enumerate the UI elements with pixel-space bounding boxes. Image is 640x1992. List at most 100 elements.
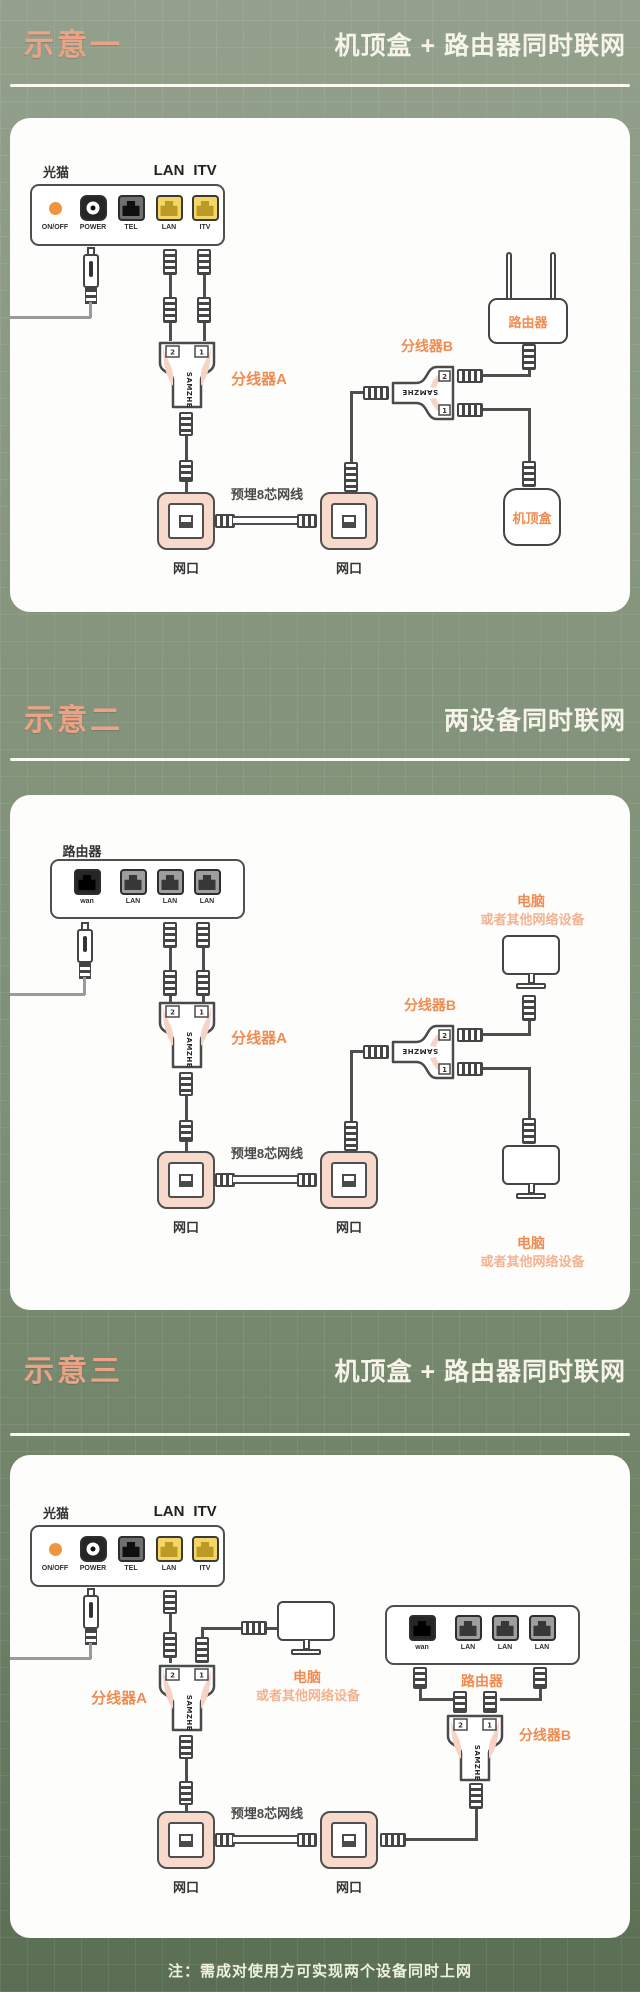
cable-connector bbox=[196, 970, 210, 996]
cable-connector bbox=[522, 995, 536, 1021]
cable-connector bbox=[163, 297, 177, 323]
inwall-cable-label: 预埋8芯网线 bbox=[230, 1146, 304, 1161]
fiber-cable bbox=[89, 302, 92, 318]
fiber-cable bbox=[10, 1657, 91, 1660]
splitter-port-1-label: 1 bbox=[442, 1066, 447, 1074]
cable-connector bbox=[179, 1120, 193, 1142]
cable-connector bbox=[195, 1637, 209, 1663]
splitter-port-2-label: 2 bbox=[170, 1009, 175, 1017]
wall-jack-icon bbox=[342, 1173, 356, 1187]
port-label: wan bbox=[415, 1644, 429, 1651]
section-1-title: 机顶盒 + 路由器同时联网 bbox=[334, 32, 626, 60]
power-jack-icon bbox=[79, 195, 107, 221]
port-label: POWER bbox=[79, 224, 107, 231]
brand-label: SAMZHE bbox=[473, 1745, 481, 1781]
set-top-box: 机顶盒 bbox=[503, 488, 561, 546]
cable-segment bbox=[528, 408, 531, 461]
cable-segment bbox=[350, 1050, 365, 1053]
onoff-led-icon bbox=[48, 1543, 62, 1556]
cable-connector bbox=[179, 1735, 193, 1759]
cable-connector bbox=[179, 1781, 193, 1805]
cable-segment bbox=[201, 1627, 204, 1637]
router-port-lan2: LAN bbox=[153, 869, 187, 905]
wall-port-label: 网口 bbox=[172, 561, 199, 576]
section-2-badge: 示意二 bbox=[24, 704, 123, 737]
wall-jack-icon bbox=[179, 514, 193, 528]
cable-connector bbox=[533, 1667, 547, 1689]
splitter-port-1-label: 1 bbox=[199, 1009, 204, 1017]
section-3-badge: 示意三 bbox=[24, 1355, 123, 1388]
splitter-port-2-label: 2 bbox=[170, 1672, 175, 1680]
splitter-port-1-label: 1 bbox=[199, 1672, 204, 1680]
port-label: POWER bbox=[79, 1565, 107, 1572]
cable-connector bbox=[163, 1590, 177, 1614]
router-port-lan3: LAN bbox=[190, 869, 224, 905]
section-2-title: 两设备同时联网 bbox=[443, 707, 626, 735]
splitter-port-2-label: 2 bbox=[442, 373, 447, 381]
splitter-port-1-label: 1 bbox=[199, 349, 204, 357]
fiber-cable bbox=[89, 1643, 92, 1659]
lan-header-label: LAN bbox=[153, 1503, 185, 1520]
section-1-badge: 示意一 bbox=[24, 29, 123, 62]
cable-connector bbox=[453, 1691, 467, 1713]
section-1-divider bbox=[10, 84, 630, 87]
cable-segment bbox=[202, 948, 205, 972]
cable-connector bbox=[363, 386, 389, 400]
splitter-port-2-label: 2 bbox=[458, 1722, 463, 1730]
router-port-wan: wan bbox=[405, 1615, 439, 1651]
computer-alt-label: 或者其他网络设备 bbox=[480, 1254, 585, 1269]
lan-jack-icon bbox=[156, 869, 184, 895]
computer-monitor bbox=[502, 935, 560, 975]
cable-segment bbox=[185, 1142, 188, 1151]
tel-jack-icon bbox=[117, 195, 145, 221]
cable-connector bbox=[179, 1072, 193, 1096]
cable-segment bbox=[528, 1067, 531, 1118]
inwall-cable-label: 预埋8芯网线 bbox=[230, 487, 304, 502]
cable-segment bbox=[185, 482, 188, 494]
wan-jack-icon bbox=[73, 869, 101, 895]
cable-connector bbox=[457, 1062, 483, 1076]
port-label: LAN bbox=[162, 898, 178, 905]
router-ports: wan LAN LAN LAN bbox=[385, 1605, 580, 1665]
port-label: wan bbox=[80, 898, 94, 905]
cable-connector bbox=[215, 514, 235, 528]
cable-segment bbox=[483, 1067, 531, 1070]
cable-connector bbox=[215, 1833, 235, 1847]
itv-jack-icon bbox=[191, 1536, 219, 1562]
cable-segment bbox=[169, 275, 172, 299]
splitter-a: 2 1 SAMZHE bbox=[158, 1664, 216, 1732]
wall-jack-icon bbox=[179, 1173, 193, 1187]
wall-jack-icon bbox=[179, 1833, 193, 1847]
computer-label: 电脑 bbox=[517, 893, 545, 909]
cable-connector bbox=[457, 369, 483, 383]
modem-port-onoff: ON/OFF bbox=[38, 1536, 72, 1572]
cable-segment bbox=[406, 1838, 478, 1841]
port-label: LAN bbox=[161, 224, 177, 231]
tel-jack-icon bbox=[117, 1536, 145, 1562]
cable-connector bbox=[457, 403, 483, 417]
router-port-lan1: LAN bbox=[116, 869, 150, 905]
cable-connector bbox=[163, 249, 177, 275]
cable-segment bbox=[350, 1050, 353, 1121]
cable-connector bbox=[522, 461, 536, 487]
router-port-lan1: LAN bbox=[451, 1615, 485, 1651]
brand-label: SAMZHE bbox=[402, 1047, 438, 1055]
cable-segment bbox=[539, 1689, 542, 1701]
splitter-b-label: 分线器B bbox=[400, 338, 454, 354]
monitor-base bbox=[516, 983, 546, 989]
cable-connector bbox=[196, 922, 210, 948]
section-3-title: 机顶盒 + 路由器同时联网 bbox=[334, 1358, 626, 1386]
modem-port-tel: TEL bbox=[114, 195, 148, 231]
fiber-cable bbox=[83, 977, 86, 995]
splitter-b: 2 1 SAMZHE bbox=[446, 1714, 504, 1782]
cable-connector bbox=[469, 1783, 483, 1809]
section-2-divider bbox=[10, 758, 630, 761]
cable-connector bbox=[363, 1045, 389, 1059]
wall-jack-icon bbox=[342, 514, 356, 528]
fiber-plug bbox=[83, 247, 99, 304]
wall-plate bbox=[320, 492, 378, 550]
optical-modem: ON/OFF POWER TEL LAN ITV bbox=[30, 184, 225, 246]
modem-port-itv: ITV bbox=[188, 195, 222, 231]
modem-port-tel: TEL bbox=[114, 1536, 148, 1572]
modem-port-onoff: ON/OFF bbox=[38, 195, 72, 231]
